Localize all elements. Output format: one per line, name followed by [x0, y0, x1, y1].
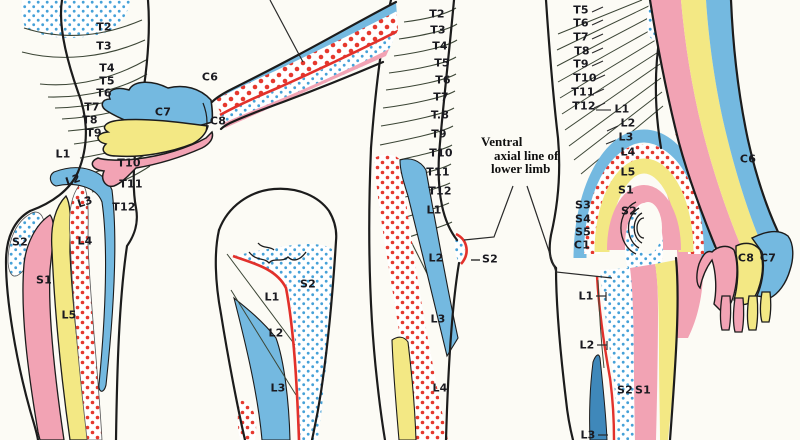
dermatome-label: T9 [573, 57, 589, 71]
dermatome-label: T4 [99, 61, 115, 75]
dermatome-label: T10 [573, 71, 597, 85]
dermatome-label: L1 [55, 147, 71, 161]
dermatome-label: S5 [575, 225, 591, 239]
posterior-leg-figure [214, 187, 338, 440]
dermatome-label: C8 [737, 251, 755, 265]
dermatome-label: L2 [428, 251, 444, 265]
dermatome-label: T2 [96, 20, 112, 34]
dermatome-label: L3 [618, 130, 634, 144]
dermatome-label: L5 [620, 165, 636, 179]
dermatome-label: T9 [86, 126, 102, 140]
dermatome-label: T7 [84, 100, 100, 114]
dermatome-label: T9 [431, 127, 447, 141]
dermatome-label: T4 [432, 39, 448, 53]
dermatome-label: T6 [96, 86, 112, 100]
dermatome-label: S2 [617, 383, 633, 397]
dermatome-label: T10 [117, 156, 141, 170]
dermatome-label: S1 [36, 273, 52, 287]
dermatome-label: T8 [574, 44, 590, 58]
dermatome-label: T7 [573, 30, 589, 44]
right-figure [544, 0, 794, 440]
dermatome-label: T12 [572, 99, 596, 113]
dermatome-label: S1 [635, 383, 651, 397]
dermatome-label: S4 [575, 212, 591, 226]
dermatome-label: S2 [12, 235, 28, 249]
dermatome-label: T5 [573, 3, 589, 17]
dermatome-label: C8 [209, 114, 227, 128]
dermatome-label: T2 [429, 7, 445, 21]
dermatome-label: C7 [154, 105, 172, 119]
dermatome-label: L2 [268, 326, 284, 340]
dermatome-label: T8 [82, 113, 98, 127]
dermatome-label: C7 [759, 251, 777, 265]
dermatome-label: L3 [430, 312, 446, 326]
dermatome-label: T7 [433, 90, 449, 104]
dermatome-label: L4 [77, 234, 93, 248]
dermatome-label: T3 [430, 23, 446, 37]
annotation-line-3: lower limb [491, 161, 551, 176]
dermatome-label: T10 [429, 146, 453, 160]
dermatome-label: L2 [579, 338, 595, 352]
dermatome-label: L1 [264, 290, 280, 304]
dermatome-label: T11 [426, 165, 450, 179]
dermatome-label: S3 [575, 198, 591, 212]
dermatome-label: L1 [614, 102, 630, 116]
dermatome-label: S1 [618, 183, 634, 197]
dermatome-label: C6 [201, 70, 219, 84]
dermatome-label: T12 [112, 200, 136, 214]
dermatome-label: S2 [482, 252, 498, 266]
annotation-ventral-axial-line: Ventral axial line of lower limb [481, 135, 558, 176]
dermatome-label: S2 [621, 204, 637, 218]
dermatome-label: T.8 [430, 108, 450, 122]
dermatome-label: L2 [620, 116, 636, 130]
dermatome-label: L1 [426, 203, 442, 217]
dermatome-label: S2 [300, 277, 316, 291]
dermatome-label: L1 [578, 289, 594, 303]
dermatome-label: T6 [573, 16, 589, 30]
dermatome-label: C6 [739, 152, 757, 166]
dermatome-label: L4 [432, 381, 448, 395]
dermatome-label: T11 [119, 177, 143, 191]
dermatome-label: L3 [270, 381, 286, 395]
dermatome-label: L4 [620, 145, 636, 159]
dermatome-label: T11 [571, 85, 595, 99]
dermatome-label: T6 [435, 73, 451, 87]
annotation-leader-lines [463, 185, 613, 279]
dermatome-label: T3 [96, 39, 112, 53]
annotation-line-1: Ventral [481, 134, 523, 149]
annotation-line-2: axial line of [494, 147, 559, 163]
left-figure [4, 0, 151, 440]
dermatome-label: L3 [580, 428, 596, 440]
centre-figure [91, 0, 480, 440]
dermatome-label: C1 [573, 238, 591, 252]
dermatome-label: T5 [434, 56, 450, 70]
dermatome-label: L5 [61, 308, 77, 322]
dermatome-label: T5 [99, 74, 115, 88]
dermatome-label: T12 [428, 184, 452, 198]
